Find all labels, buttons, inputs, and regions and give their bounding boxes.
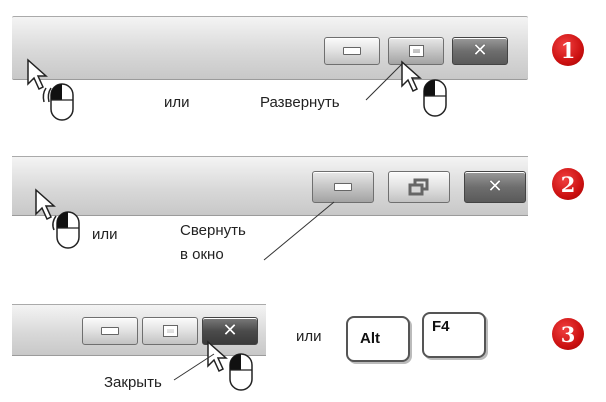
step-badge-2: 2 xyxy=(552,168,584,200)
close-button[interactable]: ✕ xyxy=(202,317,258,345)
maximize-label: Развернуть xyxy=(260,94,340,111)
minimize-button[interactable] xyxy=(312,171,374,203)
minimize-button[interactable] xyxy=(82,317,138,345)
or-label-3: или xyxy=(296,328,322,345)
cursor-double-click-icon xyxy=(27,58,52,103)
f4-key: F4 xyxy=(422,312,486,358)
title-bar-1[interactable]: ✕ xyxy=(12,16,528,80)
minimize-icon xyxy=(334,183,352,191)
close-icon: ✕ xyxy=(222,320,238,341)
mouse-left-click-icon xyxy=(56,211,80,249)
close-button[interactable]: ✕ xyxy=(452,37,508,65)
close-icon: ✕ xyxy=(487,176,503,197)
f4-key-label: F4 xyxy=(432,318,450,335)
maximize-button[interactable] xyxy=(142,317,198,345)
cursor-double-click-icon xyxy=(401,60,447,117)
maximize-button[interactable] xyxy=(388,37,444,65)
title-bar-2[interactable]: ✕ xyxy=(12,156,528,216)
restore-icon xyxy=(408,178,429,196)
restore-label-line1: Свернуть xyxy=(180,222,246,239)
close-label: Закрыть xyxy=(104,374,162,391)
leader-line-2 xyxy=(263,201,335,261)
or-label-1: или xyxy=(164,94,190,111)
mouse-left-click-icon xyxy=(50,83,74,121)
restore-label-line2: в окно xyxy=(180,246,224,263)
maximize-icon xyxy=(162,325,178,337)
close-button[interactable]: ✕ xyxy=(464,171,526,203)
step-badge-1: 1 xyxy=(552,34,584,66)
title-bar-3[interactable]: ✕ xyxy=(12,304,266,356)
step-number: 3 xyxy=(560,321,576,347)
close-icon: ✕ xyxy=(472,40,488,61)
restore-button[interactable] xyxy=(388,171,450,203)
leader-line-1 xyxy=(365,63,403,101)
alt-key-label: Alt xyxy=(360,330,380,347)
step-number: 2 xyxy=(560,171,576,197)
cursor-double-click-icon xyxy=(207,340,253,391)
or-label-2: или xyxy=(92,226,118,243)
minimize-icon xyxy=(343,47,361,55)
alt-key: Alt xyxy=(346,316,410,362)
leader-line-3 xyxy=(173,353,215,381)
minimize-button[interactable] xyxy=(324,37,380,65)
step-number: 1 xyxy=(560,37,576,63)
maximize-icon xyxy=(408,45,424,57)
minimize-icon xyxy=(101,327,119,335)
step-badge-3: 3 xyxy=(552,318,584,350)
